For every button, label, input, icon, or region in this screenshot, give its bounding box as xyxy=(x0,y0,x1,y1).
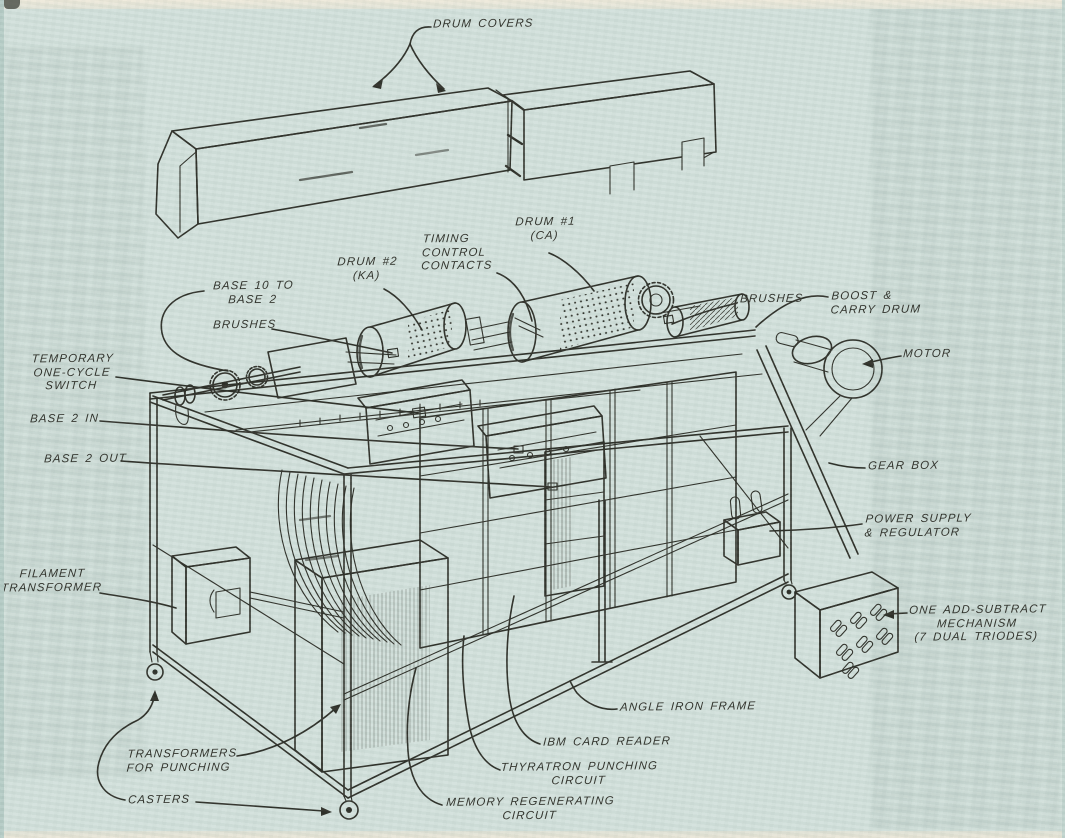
transformers-for-punching-part xyxy=(294,539,449,773)
label-base-2-in: BASE 2 IN xyxy=(29,412,100,426)
label-casters: CASTERS xyxy=(127,793,191,807)
page-edge-top xyxy=(0,0,1065,9)
label-drum-2: DRUM #2 (KA) xyxy=(336,255,398,282)
label-transformers-for-punching: TRANSFORMERS FOR PUNCHING xyxy=(126,747,238,775)
drum-1-ca xyxy=(507,275,675,363)
filament-transformer-part xyxy=(171,546,345,645)
brushes-left-part xyxy=(267,337,400,399)
label-temporary-one-cycle-switch: TEMPORARY ONE-CYCLE SWITCH xyxy=(31,352,115,393)
drum-covers xyxy=(155,70,717,239)
label-drum-covers: DRUM COVERS xyxy=(432,17,534,31)
boost-and-carry-drum-part xyxy=(654,293,750,338)
power-supply-part xyxy=(723,490,781,566)
label-timing-control-contacts: TIMING CONTROL CONTACTS xyxy=(420,232,493,273)
label-brushes-left: BRUSHES xyxy=(212,318,277,332)
leader-lines xyxy=(96,26,908,816)
timing-control-contacts-part xyxy=(465,316,544,351)
caster-front xyxy=(339,795,359,820)
label-filament-transformer: FILAMENT TRANSFORMER xyxy=(0,567,103,595)
base10-to-base2-gears xyxy=(162,365,301,425)
caster-right xyxy=(781,579,797,600)
page-edge-left xyxy=(0,0,4,838)
motor-part xyxy=(775,332,883,437)
label-brushes-right: BRUSHES xyxy=(739,292,804,306)
label-power-supply-and-regulator: POWER SUPPLY & REGULATOR xyxy=(864,512,973,540)
label-memory-regenerating-circuit: MEMORY REGENERATING CIRCUIT xyxy=(445,795,616,822)
label-motor: MOTOR xyxy=(902,347,952,361)
label-angle-iron-frame: ANGLE IRON FRAME xyxy=(619,700,757,714)
label-ibm-card-reader: IBM CARD READER xyxy=(542,735,672,749)
angle-iron-frame xyxy=(146,329,859,820)
label-base-2-out: BASE 2 OUT xyxy=(43,452,128,466)
label-thyratron-punching-circuit: THYRATRON PUNCHING CIRCUIT xyxy=(500,760,659,787)
page-edge-right xyxy=(1062,0,1065,838)
ibm-card-reader-part xyxy=(544,441,605,597)
caster-left xyxy=(146,651,164,681)
label-gear-box: GEAR BOX xyxy=(867,459,940,473)
page-edge-bottom xyxy=(0,831,1065,838)
scan-smudge xyxy=(4,0,20,9)
label-base-10-to-base-2: BASE 10 TO BASE 2 xyxy=(212,279,295,306)
label-boost-and-carry-drum: BOOST & CARRY DRUM xyxy=(830,289,922,316)
label-drum-1: DRUM #1 (CA) xyxy=(514,215,576,242)
add-subtract-mechanism-part xyxy=(794,571,899,681)
tube-panels xyxy=(419,371,737,649)
label-one-add-subtract-mechanism: ONE ADD-SUBTRACT MECHANISM (7 DUAL TRIOD… xyxy=(908,603,1047,644)
relay-chassis xyxy=(249,379,641,499)
